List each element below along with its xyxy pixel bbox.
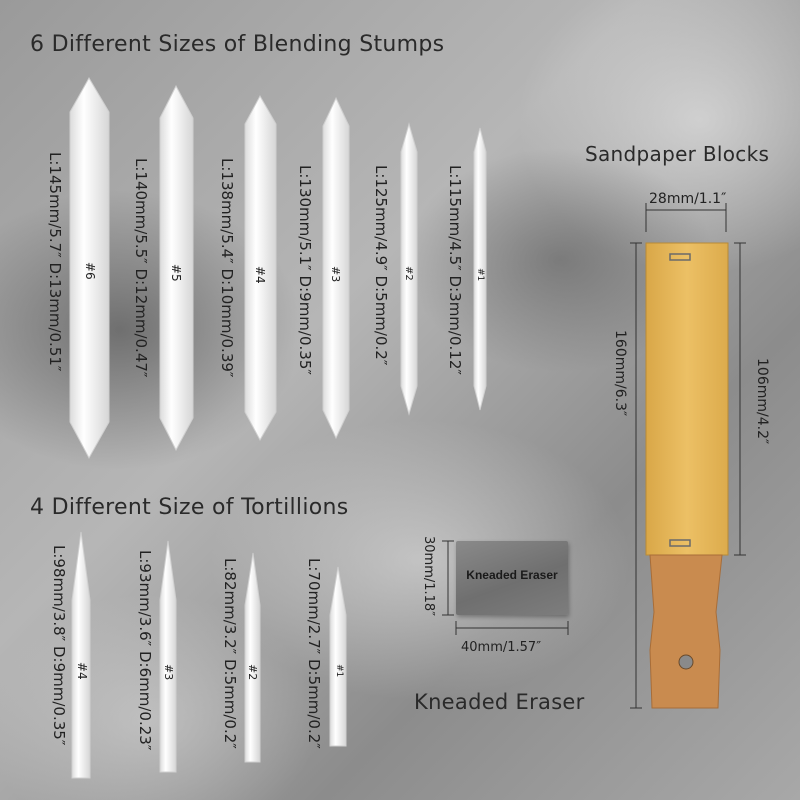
stump-2 [400,122,418,416]
stump-1-number: #1 [475,268,485,282]
stump-1 [473,127,487,411]
stump-3 [322,96,350,440]
stump-1-size: L:115mm/4.5″ D:3mm/0.12″ [446,165,464,375]
tortillion-4-size: L:98mm/3.8″ D:9mm/0.35″ [50,545,68,746]
tortillion-4-number: #4 [75,662,89,680]
stump-5-number: #5 [169,264,183,282]
sandpaper-block [645,242,729,709]
stump-2-size: L:125mm/4.9″ D:5mm/0.2″ [372,165,390,366]
tortillion-1-number: #1 [334,664,344,678]
stump-5 [159,84,194,452]
tortillion-2 [244,552,261,763]
tortillion-3-number: #3 [162,664,175,681]
tortillion-2-number: #2 [246,664,259,681]
stump-4 [244,94,277,442]
tortillion-1 [329,566,347,747]
stump-6 [69,76,110,460]
sandpaper-paper-length-label: 106mm/4.2″ [754,358,770,445]
eraser-width-label: 40mm/1.57″ [461,640,542,655]
stump-3-number: #3 [329,266,342,283]
tortillions-heading: 4 Different Size of Tortillions [30,495,349,520]
kneaded-eraser: Kneaded Eraser [456,541,568,615]
sandpaper-heading: Sandpaper Blocks [585,142,770,166]
sandpaper-dimension-lines [442,203,746,709]
eraser-heading: Kneaded Eraser [414,690,585,714]
tortillion-1-size: L:70mm/2.7″ D:5mm/0.2″ [305,558,323,749]
eraser-label: Kneaded Eraser [466,568,558,582]
stump-6-number: #6 [83,262,97,280]
tortillion-3-size: L:93mm/3.6″ D:6mm/0.23″ [136,550,154,751]
tortillion-3 [159,540,177,773]
stump-3-size: L:130mm/5.1″ D:9mm/0.35″ [296,165,314,375]
sandpaper-total-length-label: 160mm/6.3″ [612,330,628,417]
tortillion-2-size: L:82mm/3.2″ D:5mm/0.2″ [221,558,239,749]
stump-6-size: L:145mm/5.7″ D:13mm/0.51″ [46,152,64,372]
stump-4-size: L:138mm/5.4″ D:10mm/0.39″ [218,158,236,378]
stump-5-size: L:140mm/5.5″ D:12mm/0.47″ [132,158,150,378]
stumps-heading: 6 Different Sizes of Blending Stumps [30,32,445,57]
eraser-height-label: 30mm/1.18″ [421,536,436,617]
stump-2-number: #2 [403,266,414,281]
sandpaper-width-label: 28mm/1.1″ [649,191,727,207]
stump-4-number: #4 [253,266,267,284]
tortillion-4 [71,531,91,779]
